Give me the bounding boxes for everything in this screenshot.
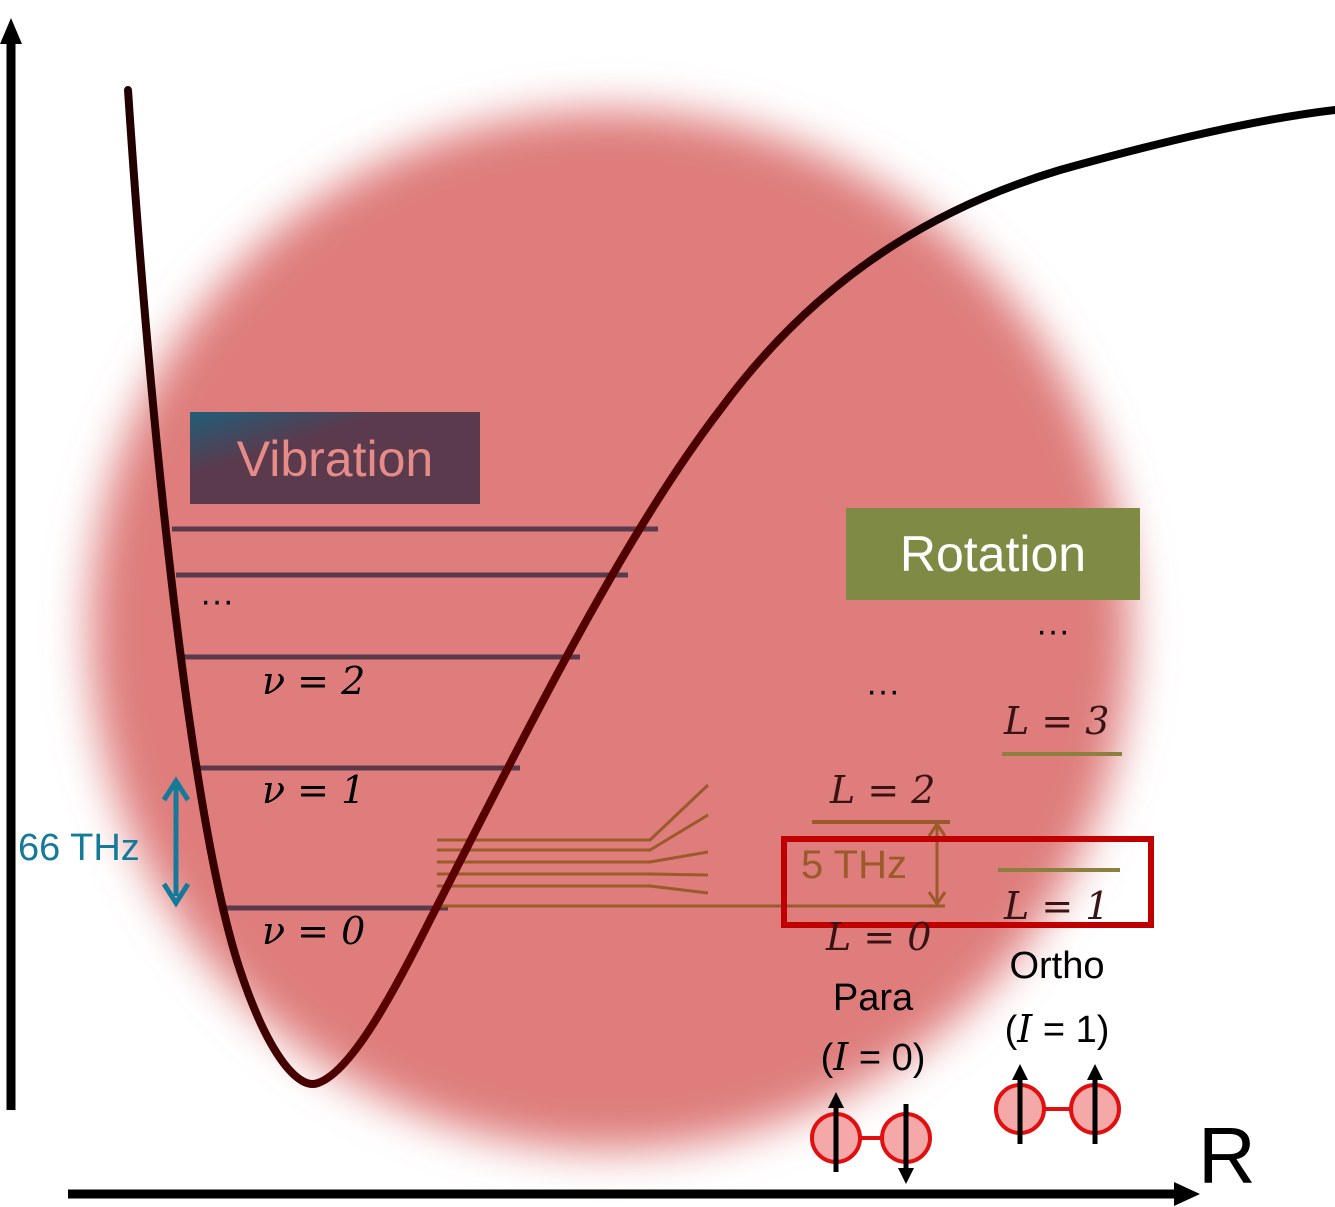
vib-level-label-2: ν = 2: [262, 659, 365, 703]
vibration-box: [190, 412, 480, 504]
potential-curve: [124, 86, 1335, 1088]
rotation-title: Rotation: [900, 526, 1086, 582]
rotation-level-lines: [812, 752, 1122, 872]
ortho-molecule-icon: [994, 1064, 1121, 1144]
rotation-box: [846, 508, 1140, 600]
vibration-dots: ···: [200, 582, 234, 620]
para-molecule-icon: [810, 1092, 932, 1184]
rotation-dots-para: ···: [866, 672, 900, 710]
vibration-level-lines: [172, 526, 658, 911]
x-axis: [68, 1182, 1200, 1206]
rot-level-label-L2: L = 2: [829, 768, 935, 812]
para-spin-label: (I = 0): [821, 1035, 926, 1079]
y-axis: [0, 18, 22, 1110]
double-arrow-icon: [161, 776, 191, 908]
ground-state-highlight: [781, 836, 1154, 928]
vibration-title: Vibration: [237, 431, 433, 487]
rotation-gap-label: 5 THz: [801, 843, 907, 887]
background-blob: [90, 110, 1130, 1150]
rot-level-label-L1: L = 1: [1003, 884, 1109, 928]
rot-level-label-L3: L = 3: [1003, 699, 1109, 743]
para-label: Para: [833, 977, 914, 1019]
vibration-gap-label: 66 THz: [18, 827, 140, 869]
rotation-dots-ortho: ···: [1036, 612, 1070, 650]
rotational-fan-lines: [437, 783, 945, 908]
ortho-spin-label: (I = 1): [1005, 1007, 1110, 1051]
vib-level-label-0: ν = 0: [262, 909, 365, 953]
rot-level-label-L0: L = 0: [825, 915, 931, 959]
x-axis-label: R: [1198, 1111, 1256, 1200]
ortho-label: Ortho: [1009, 945, 1104, 987]
vib-level-label-1: ν = 1: [262, 768, 365, 812]
